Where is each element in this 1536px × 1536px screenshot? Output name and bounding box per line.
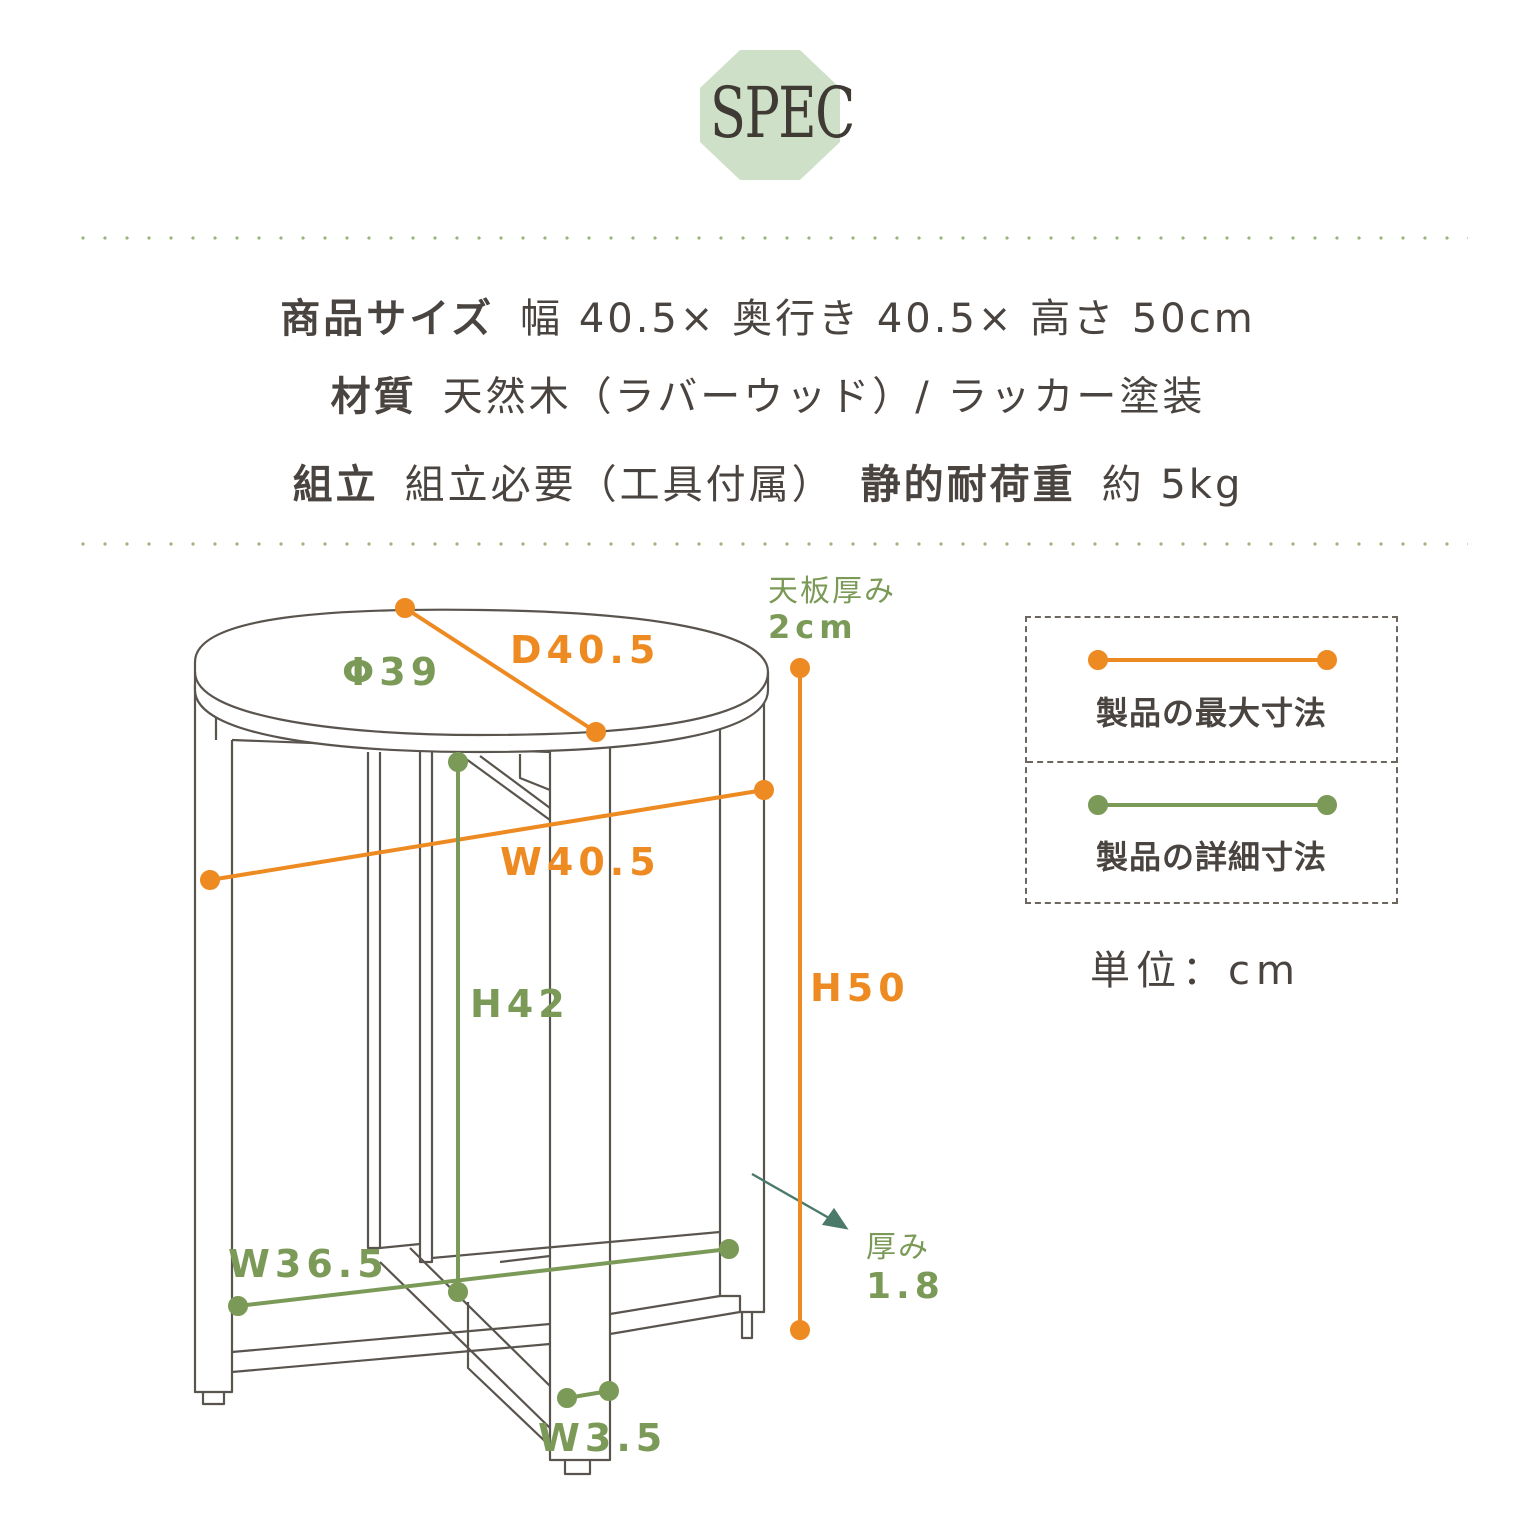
material-value: 天然木（ラバーウッド）/ ラッカー塗装 xyxy=(442,374,1206,420)
spec-row-material: 材質天然木（ラバーウッド）/ ラッカー塗装 xyxy=(0,364,1536,422)
legend-box xyxy=(1025,616,1398,904)
depth-max-label: D40.5 xyxy=(510,628,661,672)
spec-row-assembly-load: 組立組立必要（工具付属） 静的耐荷重約 5kg xyxy=(0,452,1536,510)
height-inner-label: H42 xyxy=(470,982,570,1026)
load-label: 静的耐荷重 xyxy=(860,462,1076,508)
load-value: 約 5kg xyxy=(1101,462,1244,508)
leg-width-label: W3.5 xyxy=(538,1416,668,1460)
width-base-label: W36.5 xyxy=(228,1242,389,1286)
legend-swatches xyxy=(1088,650,1337,815)
spec-row-size: 商品サイズ幅 40.5× 奥行き 40.5× 高さ 50cm xyxy=(0,286,1536,344)
dotted-divider-bottom xyxy=(72,542,1468,546)
legend-max-label: 製品の最大寸法 xyxy=(1095,694,1327,732)
size-value: 幅 40.5× 奥行き 40.5× 高さ 50cm xyxy=(520,296,1256,342)
assembly-value: 組立必要（工具付属） xyxy=(404,462,835,508)
width-max-label: W40.5 xyxy=(500,840,661,884)
frame-thickness-label: 厚み xyxy=(866,1230,930,1265)
size-label: 商品サイズ xyxy=(280,296,495,342)
material-label: 材質 xyxy=(330,374,417,420)
assembly-label: 組立 xyxy=(292,462,379,508)
diameter-label: Φ39 xyxy=(342,650,443,694)
frame-thickness-value: 1.8 xyxy=(866,1266,945,1307)
spec-badge-octagon xyxy=(700,50,840,180)
legend-detail-label: 製品の詳細寸法 xyxy=(1095,838,1327,876)
dotted-divider-top xyxy=(72,236,1468,240)
top-thickness-label: 天板厚み xyxy=(768,574,896,609)
legend-divider xyxy=(1027,761,1397,763)
height-max-label: H50 xyxy=(810,966,910,1010)
top-thickness-value: 2cm xyxy=(768,608,858,646)
unit-label: 単位：cm xyxy=(1090,948,1301,994)
